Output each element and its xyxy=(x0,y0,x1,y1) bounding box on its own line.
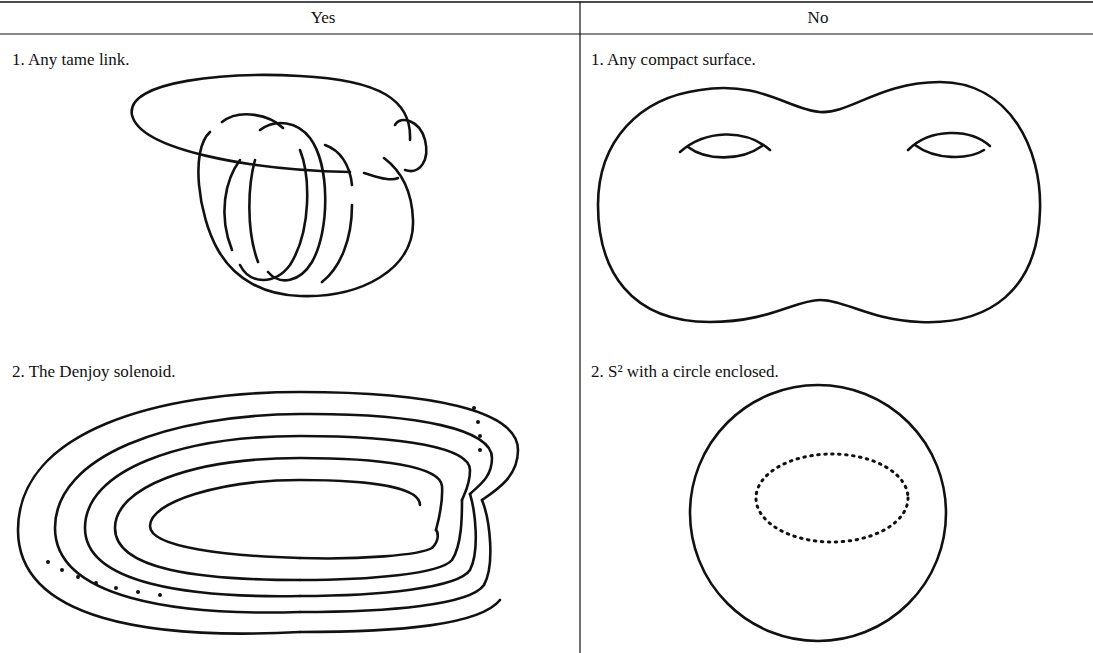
column-divider xyxy=(579,2,580,653)
example-label: 2. The Denjoy solenoid. xyxy=(12,362,176,382)
enclosed-circle xyxy=(756,454,908,542)
column-header: Yes xyxy=(311,8,336,28)
solenoid-dots xyxy=(46,406,482,597)
sphere-drawing xyxy=(690,385,946,641)
example-label: 2. S² with a circle enclosed. xyxy=(591,362,779,382)
table-rule xyxy=(0,1,1093,3)
solenoid-drawing xyxy=(18,392,518,634)
example-label: 1. Any compact surface. xyxy=(591,50,756,70)
link-drawing xyxy=(132,75,427,296)
compact-surface-drawing xyxy=(598,82,1040,322)
column-header: No xyxy=(808,8,829,28)
example-label: 1. Any tame link. xyxy=(12,50,130,70)
table-rule xyxy=(0,33,1093,34)
